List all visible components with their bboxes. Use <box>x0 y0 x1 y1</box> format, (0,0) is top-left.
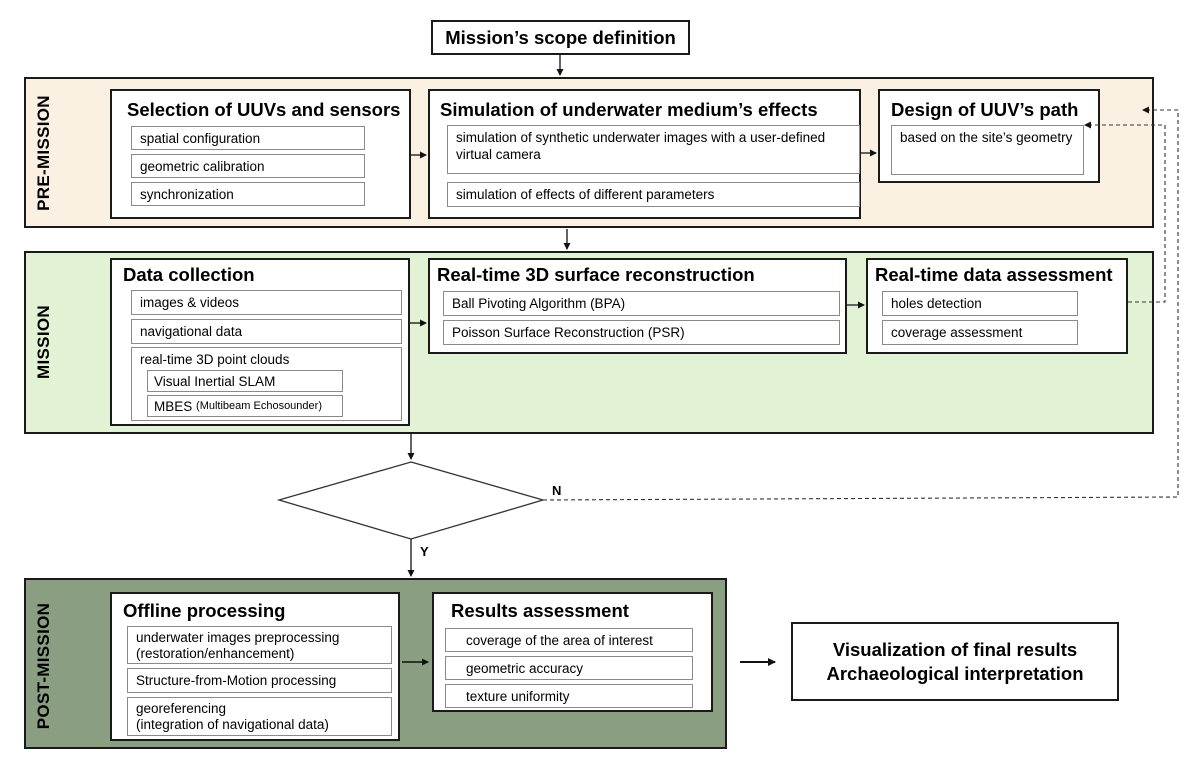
offline-item: Structure-from-Motion processing <box>127 668 392 693</box>
results-item: geometric accuracy <box>445 656 693 680</box>
offline-processing-panel: Offline processing underwater images pre… <box>110 592 400 741</box>
decision-yes-label: Y <box>420 544 429 559</box>
selection-item: synchronization <box>131 182 365 206</box>
results-assessment-title: Results assessment <box>451 600 629 621</box>
data-assessment-panel: Real-time data assessment holes detectio… <box>866 258 1128 354</box>
path-design-panel: Design of UUV’s path based on the site’s… <box>878 89 1100 183</box>
selection-item: spatial configuration <box>131 126 365 150</box>
selection-title: Selection of UUVs and sensors <box>127 99 401 120</box>
final-line-1: Visualization of final results <box>832 638 1078 660</box>
mission-label: MISSION <box>34 305 53 379</box>
mbes-label: MBES <box>154 398 193 414</box>
results-item: coverage of the area of interest <box>445 628 693 652</box>
scope-title: Mission’s scope definition <box>445 26 676 48</box>
decision-label: Objectives accomplished <box>341 483 481 521</box>
data-assessment-title: Real-time data assessment <box>875 264 1113 285</box>
selection-item: geometric calibration <box>131 154 365 178</box>
path-design-title: Design of UUV’s path <box>891 99 1079 120</box>
results-item: texture uniformity <box>445 684 693 708</box>
reconstruction-title: Real-time 3D surface reconstruction <box>437 264 755 285</box>
data-collection-title: Data collection <box>123 264 255 285</box>
data-assessment-item: coverage assessment <box>882 320 1078 345</box>
offline-item: underwater images preprocessing (restora… <box>127 626 392 664</box>
final-results-box: Visualization of final results Archaeolo… <box>791 622 1119 701</box>
simulation-panel: Simulation of underwater medium’s effect… <box>428 89 861 219</box>
post-mission-label: POST-MISSION <box>34 602 53 730</box>
reconstruction-item: Ball Pivoting Algorithm (BPA) <box>443 291 840 316</box>
offline-processing-title: Offline processing <box>123 600 286 621</box>
offline-item-line: (restoration/enhancement) <box>136 646 295 661</box>
decision-no-label: N <box>552 483 562 498</box>
decision-line-1: Objectives <box>374 484 448 500</box>
scope-definition-box: Mission’s scope definition <box>431 20 690 55</box>
path-design-item: based on the site’s geometry <box>891 125 1084 175</box>
pre-mission-label: PRE-MISSION <box>34 95 53 211</box>
offline-item-line: Structure-from-Motion processing <box>136 673 337 688</box>
offline-item-line: underwater images preprocessing <box>136 630 340 645</box>
data-collection-item: navigational data <box>131 319 402 344</box>
simulation-item: simulation of synthetic underwater image… <box>447 125 860 174</box>
offline-item: georeferencing (integration of navigatio… <box>127 697 392 736</box>
simulation-title: Simulation of underwater medium’s effect… <box>440 99 818 120</box>
mbes-note: (Multibeam Echosounder) <box>196 400 322 412</box>
slam-sub-item: Visual Inertial SLAM <box>147 370 343 392</box>
data-assessment-item: holes detection <box>882 291 1078 316</box>
results-assessment-panel: Results assessment coverage of the area … <box>432 592 713 712</box>
data-collection-panel: Data collection images & videos navigati… <box>110 258 410 426</box>
offline-item-line: (integration of navigational data) <box>136 717 329 732</box>
selection-panel: Selection of UUVs and sensors spatial co… <box>110 89 411 219</box>
decision-line-2: accomplished <box>362 503 460 519</box>
reconstruction-item: Poisson Surface Reconstruction (PSR) <box>443 320 840 345</box>
reconstruction-panel: Real-time 3D surface reconstruction Ball… <box>428 258 847 354</box>
simulation-item: simulation of effects of different param… <box>447 182 860 207</box>
offline-item-line: georeferencing <box>136 701 227 716</box>
mbes-sub-item: MBES (Multibeam Echosounder) <box>147 395 343 417</box>
data-collection-item: images & videos <box>131 290 402 315</box>
final-line-2: Archaeological interpretation <box>826 662 1084 684</box>
